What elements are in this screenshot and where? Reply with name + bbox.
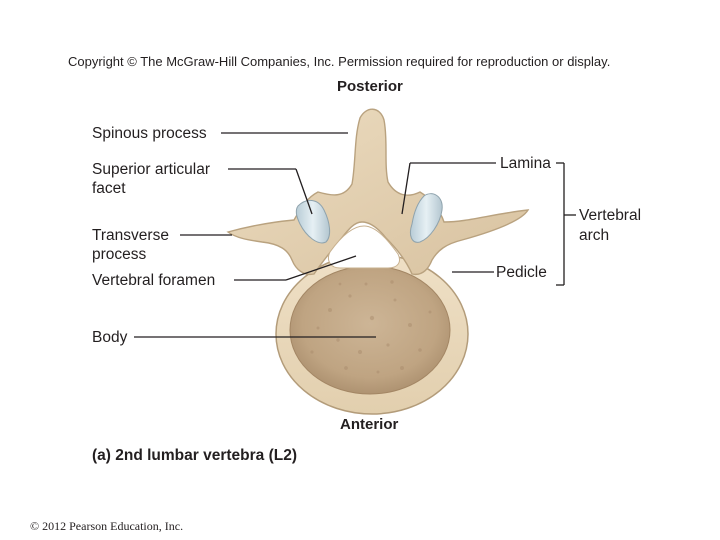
label-vertebral-arch-line2: arch bbox=[579, 227, 610, 244]
vertebral-body-surface bbox=[289, 265, 451, 395]
vertebral-arch bbox=[226, 108, 530, 276]
label-vertebral-foramen: Vertebral foramen bbox=[92, 272, 216, 289]
footer-copyright: © 2012 Pearson Education, Inc. bbox=[30, 519, 184, 533]
label-spinous-process: Spinous process bbox=[92, 125, 207, 142]
vertebral-foramen-opening bbox=[327, 225, 401, 269]
label-transverse-line2: process bbox=[92, 246, 147, 263]
copyright-notice: Copyright © The McGraw-Hill Companies, I… bbox=[68, 54, 611, 69]
label-body: Body bbox=[92, 329, 128, 346]
leader-lines bbox=[134, 132, 576, 338]
figure-caption: (a) 2nd lumbar vertebra (L2) bbox=[92, 447, 297, 464]
label-transverse-line1: Transverse bbox=[92, 227, 169, 244]
superior-articular-facet-right bbox=[409, 193, 443, 243]
body-texture bbox=[310, 280, 432, 374]
label-lamina: Lamina bbox=[500, 155, 551, 172]
label-superior-articular-line1: Superior articular bbox=[92, 161, 211, 178]
anterior-label: Anterior bbox=[340, 416, 399, 433]
label-vertebral-arch-line1: Vertebral bbox=[579, 207, 642, 224]
label-pedicle: Pedicle bbox=[496, 264, 547, 281]
superior-articular-facet-left bbox=[295, 200, 331, 244]
label-superior-articular-line2: facet bbox=[92, 180, 126, 197]
posterior-label: Posterior bbox=[337, 78, 403, 95]
